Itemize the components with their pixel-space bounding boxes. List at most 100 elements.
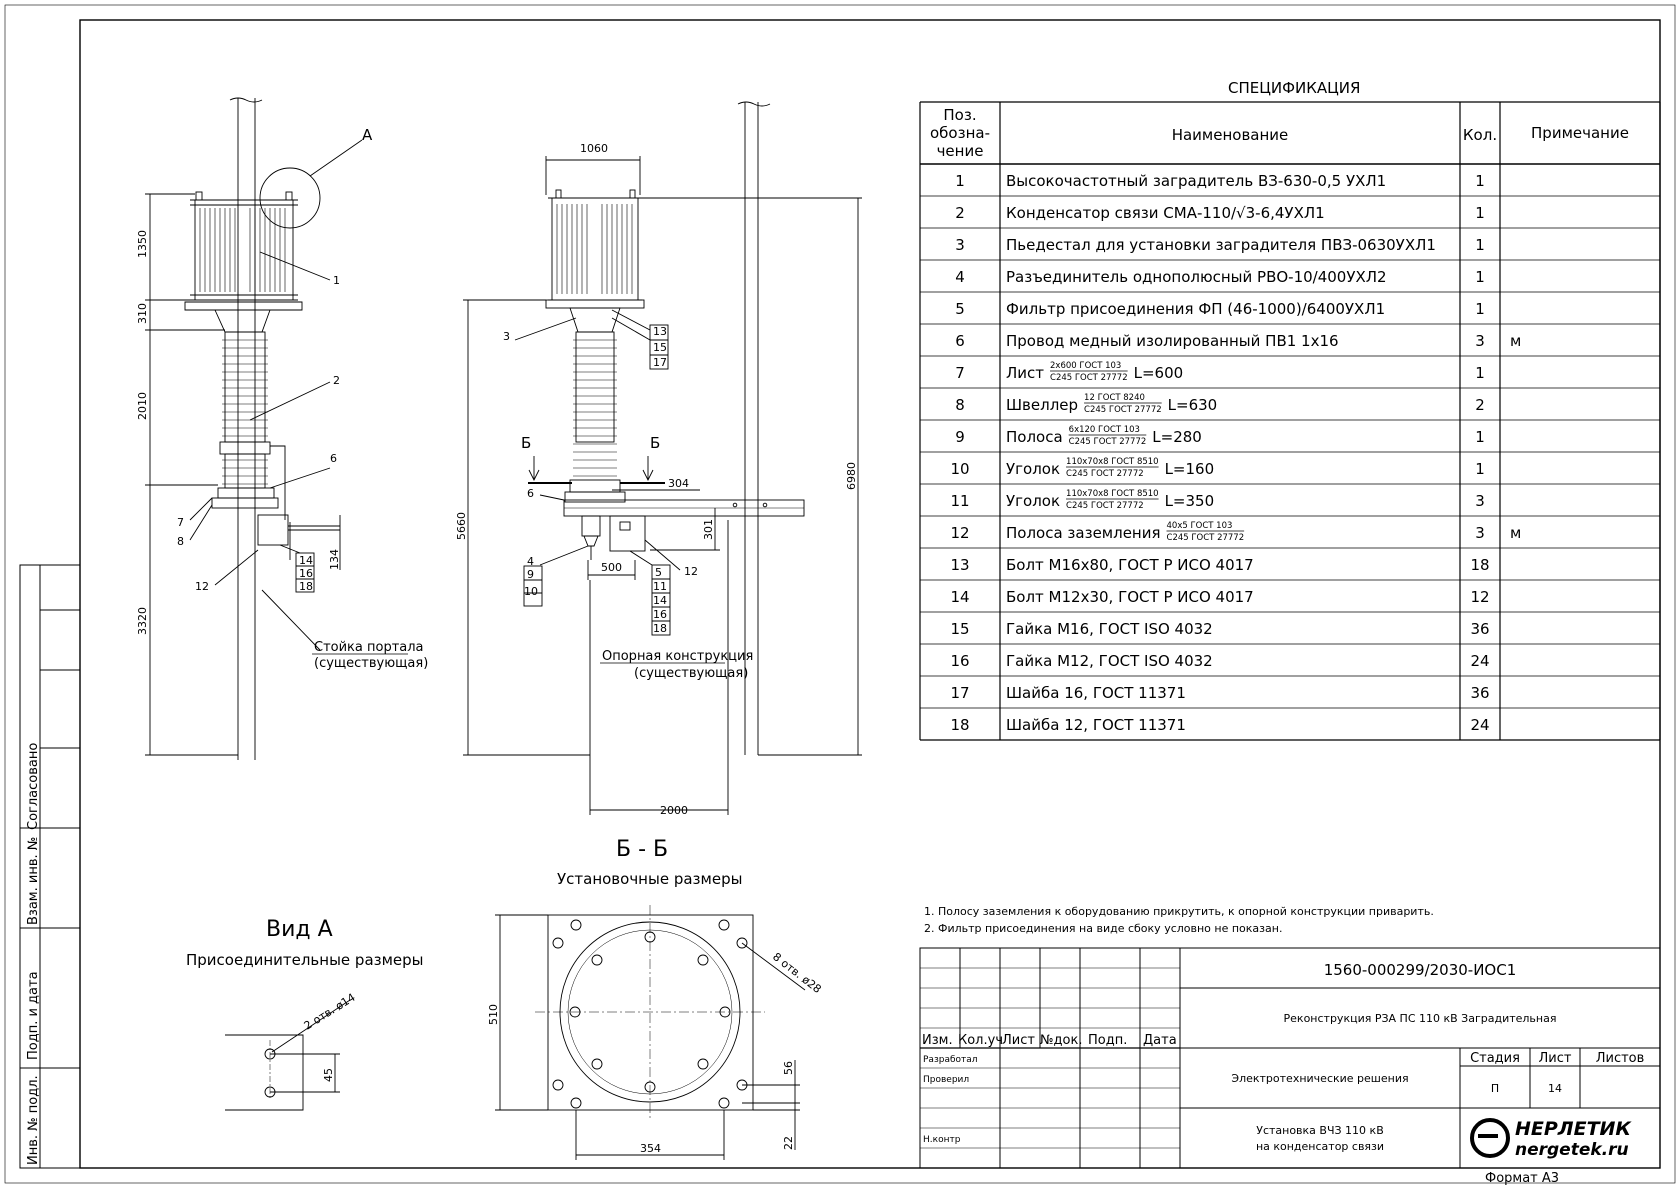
opora-label-2: (существующая)	[634, 666, 748, 681]
spec-row-fraction-top: 12 ГОСТ 8240	[1084, 393, 1145, 403]
tb-izm: Изм.	[922, 1033, 953, 1048]
spec-row-note: м	[1510, 332, 1521, 350]
dim-56: 56	[782, 1061, 795, 1075]
spec-row-qty: 1	[1475, 300, 1485, 318]
stoyka-label-1: Стойка портала	[314, 640, 424, 655]
spec-row-name: Швеллер	[1006, 396, 1078, 414]
spec-row-qty: 1	[1475, 428, 1485, 446]
mark-b-right: Б	[650, 434, 660, 452]
spec-row-name: Шайба 12, ГОСТ 11371	[1006, 716, 1186, 734]
view-a-title: Вид А	[266, 917, 333, 942]
spec-row-pos: 9	[955, 428, 965, 446]
mid-label-17: 17	[653, 356, 667, 369]
side-stamp	[19, 564, 81, 1169]
tb-prov: Проверил	[923, 1075, 969, 1085]
tb-nkontr: Н.контр	[923, 1135, 961, 1145]
spec-row-name: Полоса заземления	[1006, 524, 1161, 542]
spec-row-pos: 2	[955, 204, 965, 222]
spec-row-fraction-bottom: С245 ГОСТ 27772	[1167, 533, 1245, 543]
spec-row-qty: 12	[1470, 588, 1489, 606]
dim-134: 134	[328, 549, 341, 570]
mid-label-12: 12	[684, 565, 698, 578]
tb-section: Электротехнические решения	[1231, 1072, 1408, 1085]
left-label-1: 1	[333, 274, 340, 287]
dim-354: 354	[640, 1142, 661, 1155]
spec-row-qty: 3	[1475, 492, 1485, 510]
mid-label-15: 15	[653, 341, 667, 354]
left-label-2: 2	[333, 374, 340, 387]
tb-kol: Кол.уч	[958, 1033, 1003, 1048]
spec-row-pos: 12	[950, 524, 969, 542]
spec-row-pos: 4	[955, 268, 965, 286]
spec-row-qty: 1	[1475, 236, 1485, 254]
holes-8-label: 8 отв. ø28	[770, 950, 824, 996]
tb-data: Дата	[1143, 1033, 1177, 1048]
tb-sheet: 14	[1548, 1082, 1562, 1095]
left-label-16: 16	[299, 567, 313, 580]
spec-row-pos: 10	[950, 460, 969, 478]
opora-label-1: Опорная конструкция	[602, 649, 753, 664]
spec-row-fraction-bottom: С245 ГОСТ 27772	[1066, 501, 1144, 511]
spec-row-name: Высокочастотный заградитель ВЗ-630-0,5 У…	[1006, 172, 1386, 190]
spec-row-fraction-top: 110х70х8 ГОСТ 8510	[1066, 457, 1159, 467]
tb-sheets-label: Листов	[1596, 1051, 1645, 1066]
spec-row-suffix: L=280	[1152, 428, 1202, 446]
dim-1350: 1350	[136, 230, 149, 258]
spec-row-pos: 1	[955, 172, 965, 190]
note-2: 2. Фильтр присоединения на виде сбоку ус…	[924, 922, 1282, 935]
left-label-6: 6	[330, 452, 337, 465]
spec-row-name: Гайка М12, ГОСТ ISO 4032	[1006, 652, 1213, 670]
spec-row-name: Полоса	[1006, 428, 1063, 446]
section-bb	[495, 905, 806, 1160]
spec-row-qty: 36	[1470, 620, 1489, 638]
spec-row-qty: 1	[1475, 460, 1485, 478]
spec-row-fraction-bottom: С245 ГОСТ 27772	[1066, 469, 1144, 479]
left-label-14: 14	[299, 554, 313, 567]
dim-500: 500	[601, 561, 622, 574]
spec-row-name: Пьедестал для установки заградителя ПВЗ-…	[1006, 236, 1436, 254]
title-block-grid	[919, 947, 1661, 1169]
spec-row-note: м	[1510, 524, 1521, 542]
spec-row-fraction-bottom: С245 ГОСТ 27772	[1084, 405, 1162, 415]
spec-row-suffix: L=600	[1134, 364, 1184, 382]
tb-ndok: №док.	[1040, 1033, 1082, 1048]
tb-code: 1560-000299/2030-ИОС1	[1324, 961, 1517, 979]
spec-header-name: Наименование	[1172, 126, 1289, 144]
tb-razr: Разработал	[923, 1055, 978, 1065]
spec-row-pos: 11	[950, 492, 969, 510]
dim-1060: 1060	[580, 142, 608, 155]
spec-row-name: Болт М12х30, ГОСТ Р ИСО 4017	[1006, 588, 1254, 606]
spec-row-pos: 14	[950, 588, 969, 606]
dim-5660: 5660	[455, 512, 468, 540]
dim-2010: 2010	[136, 392, 149, 420]
left-label-12: 12	[195, 580, 209, 593]
stoyka-label-2: (существующая)	[314, 656, 428, 671]
side-podp: Подп. и дата	[26, 971, 41, 1060]
spec-row-qty: 24	[1470, 652, 1489, 670]
spec-header-qty: Кол.	[1463, 126, 1497, 144]
left-elevation	[145, 97, 363, 760]
mid-label-4: 4	[527, 555, 534, 568]
spec-row-name: Разъединитель однополюсный РВО-10/400УХЛ…	[1006, 268, 1387, 286]
mid-label-18: 18	[653, 622, 667, 635]
left-label-7: 7	[177, 516, 184, 529]
spec-row-fraction-top: 110х70х8 ГОСТ 8510	[1066, 489, 1159, 499]
spec-row-name: Конденсатор связи СМА-110/√3-6,4УХЛ1	[1006, 204, 1325, 222]
spec-row-pos: 5	[955, 300, 965, 318]
mid-label-16: 16	[653, 608, 667, 621]
tb-stage-label: Стадия	[1470, 1051, 1520, 1066]
spec-row-name: Уголок	[1006, 492, 1060, 510]
spec-row-name: Уголок	[1006, 460, 1060, 478]
svg-text:НЕРЛЕТИК: НЕРЛЕТИК	[1515, 1118, 1632, 1140]
dim-304: 304	[668, 477, 689, 490]
section-title: Б - Б	[616, 837, 668, 862]
spec-row-pos: 13	[950, 556, 969, 574]
dim-6980: 6980	[845, 462, 858, 490]
spec-row-pos: 6	[955, 332, 965, 350]
spec-row-qty: 3	[1475, 524, 1485, 542]
spec-grid	[919, 101, 1661, 741]
tb-drawing-2: на конденсатор связи	[1256, 1140, 1384, 1153]
spec-row-fraction-bottom: С245 ГОСТ 27772	[1050, 373, 1128, 383]
tb-stage: П	[1491, 1082, 1499, 1095]
